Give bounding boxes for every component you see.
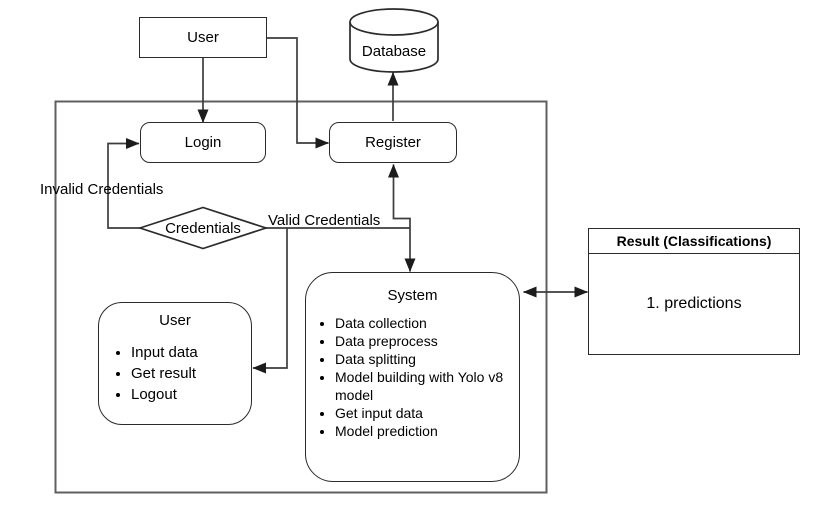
list-item: Data splitting (335, 350, 511, 368)
node-login-label: Login (184, 134, 222, 151)
list-item: Model building with Yolo v8 model (335, 368, 511, 404)
node-system: System Data collection Data preprocess D… (305, 272, 520, 482)
database-label: Database (361, 43, 427, 60)
list-item: Data preprocess (335, 332, 511, 350)
edge-valid-to-user (252, 228, 288, 374)
list-item: Input data (131, 342, 251, 363)
list-item: Logout (131, 384, 251, 405)
list-item: Data collection (335, 314, 511, 332)
credentials-diamond (137, 206, 269, 250)
edge-valid-to-register (388, 164, 411, 228)
edge-label-invalid-credentials: Invalid Credentials (40, 181, 164, 198)
result-body: 1. predictions (646, 295, 742, 312)
list-item: Get input data (335, 404, 511, 422)
node-register: Register (329, 122, 457, 163)
list-item: Get result (131, 363, 251, 384)
result-header: Result (Classifications) (589, 229, 799, 254)
user-detail-title: User (159, 312, 191, 329)
system-title: System (387, 287, 438, 304)
node-register-label: Register (365, 134, 421, 151)
node-result: Result (Classifications) 1. predictions (588, 228, 800, 355)
list-item: Model prediction (335, 422, 511, 440)
user-detail-list: Input data Get result Logout (99, 342, 251, 405)
database-cylinder (349, 8, 439, 73)
edge-invalid-loop (107, 138, 141, 229)
edge-user-to-register (266, 37, 329, 149)
system-list: Data collection Data preprocess Data spl… (306, 314, 519, 440)
node-user-detail: User Input data Get result Logout (98, 302, 252, 425)
node-login: Login (140, 122, 266, 163)
edge-label-valid-credentials: Valid Credentials (268, 212, 381, 229)
node-user-actor-label: User (187, 29, 219, 46)
credentials-label: Credentials (165, 220, 241, 237)
node-user-actor: User (139, 17, 267, 58)
